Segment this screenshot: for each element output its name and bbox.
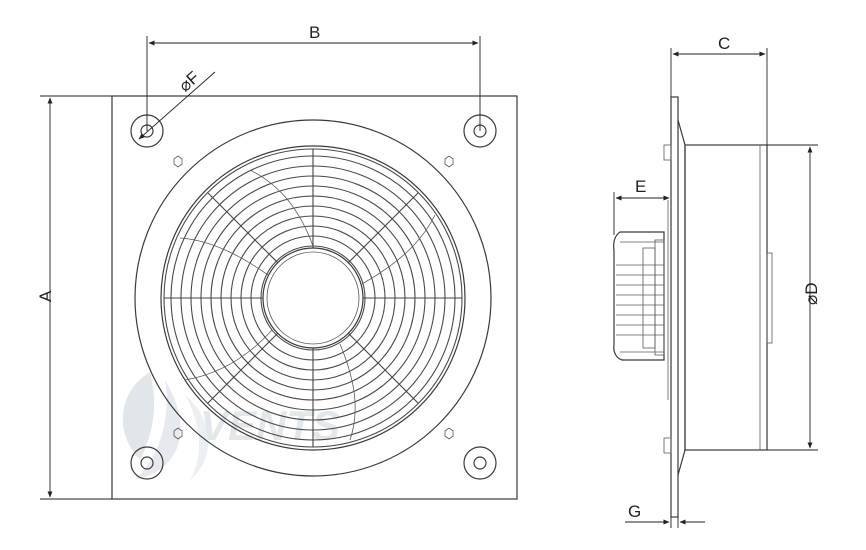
fan-blades	[179, 169, 436, 441]
dim-f-label: ⌀F	[175, 68, 203, 96]
watermark-text: VENTS	[200, 402, 340, 449]
dim-a-label: A	[36, 290, 55, 302]
fan-housing	[684, 144, 768, 451]
front-view: VENTS	[36, 23, 518, 500]
mounting-plate	[111, 95, 518, 500]
venturi-inner	[160, 145, 466, 451]
motor-body	[613, 231, 665, 361]
watermark-logo	[122, 372, 209, 480]
dim-g-label: G	[628, 502, 641, 521]
dim-f-leader	[138, 71, 216, 140]
dim-e-label: E	[635, 177, 646, 196]
grill-side	[663, 144, 672, 454]
hub-inner	[266, 251, 360, 345]
dim-d-label: ⌀D	[802, 282, 821, 305]
hub-opening	[262, 247, 364, 349]
plate-edge	[670, 96, 679, 518]
venturi-outer	[134, 119, 492, 477]
hex-bolts	[173, 155, 454, 440]
dim-b-label: B	[309, 23, 320, 42]
grill-struts	[164, 149, 462, 447]
flange	[677, 119, 686, 476]
dim-c-label: C	[718, 34, 730, 53]
side-view: C E ⌀D G	[613, 34, 821, 528]
